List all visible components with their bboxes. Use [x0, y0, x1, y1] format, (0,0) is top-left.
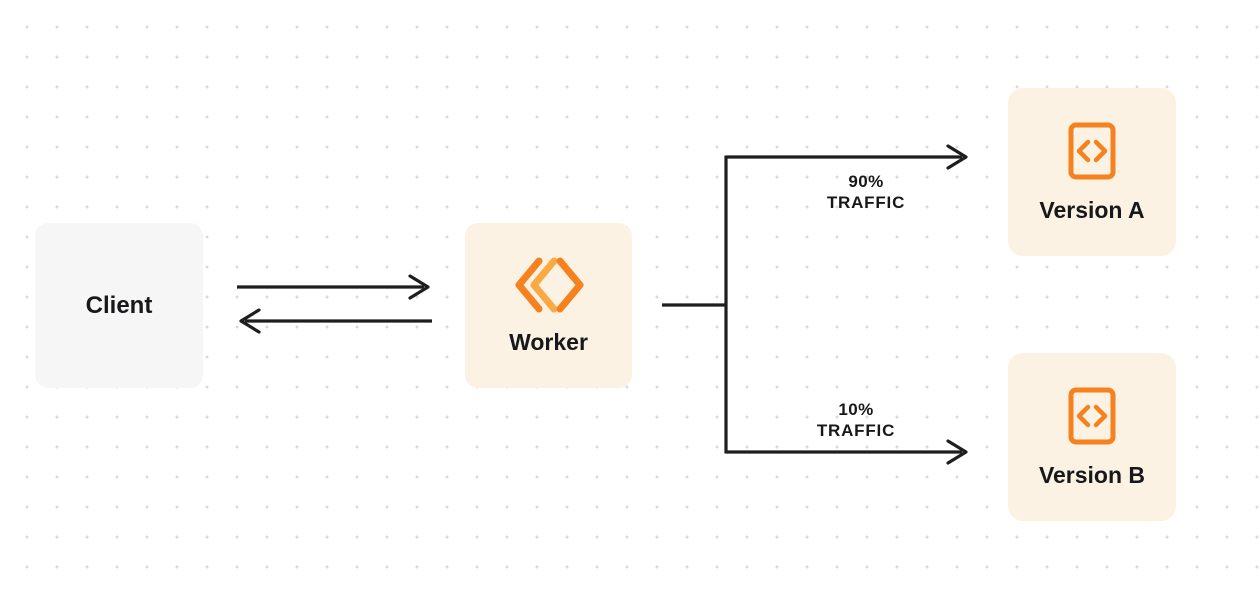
traffic-percent: 10%: [838, 400, 874, 419]
traffic-label-90: 90% TRAFFIC: [827, 171, 905, 213]
version-a-label: Version A: [1039, 196, 1145, 223]
traffic-percent: 90%: [848, 172, 884, 191]
traffic-label-10: 10% TRAFFIC: [817, 399, 895, 441]
version-b-node: Version B: [1008, 353, 1176, 521]
version-b-label: Version B: [1038, 461, 1146, 488]
worker-node: Worker: [465, 223, 632, 388]
traffic-word: TRAFFIC: [826, 193, 906, 212]
client-node: Client: [35, 223, 203, 388]
traffic-split-connector: [662, 155, 728, 454]
code-file-icon: [1068, 122, 1116, 179]
code-file-icon: [1068, 387, 1116, 444]
branch-version-b-arrow: [726, 439, 968, 465]
branch-version-a-arrow: [726, 144, 968, 170]
worker-label: Worker: [509, 328, 588, 355]
client-label: Client: [85, 291, 153, 319]
traffic-word: TRAFFIC: [816, 421, 896, 440]
client-to-worker-arrow: [237, 274, 430, 300]
worker-to-client-arrow: [239, 308, 432, 334]
cloudflare-workers-icon: [515, 257, 583, 312]
version-a-node: Version A: [1008, 88, 1176, 256]
